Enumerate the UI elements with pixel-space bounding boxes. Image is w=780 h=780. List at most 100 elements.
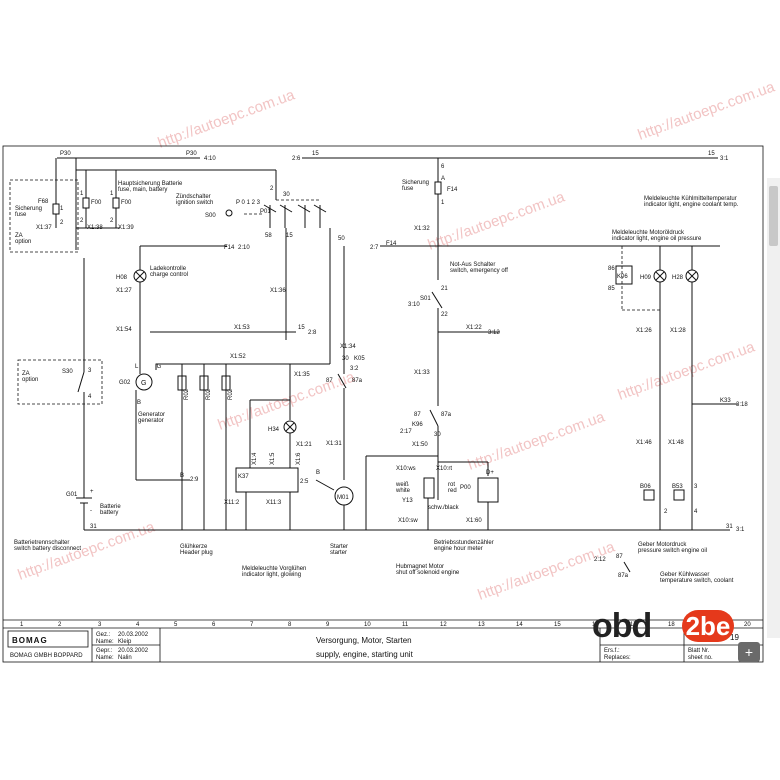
grid-number: 7	[250, 622, 254, 628]
wire-ref-15-left: 2:6	[292, 156, 301, 162]
watermark: http://autoepc.com.ua	[466, 408, 608, 474]
wire-label-p30-right: P30	[186, 151, 197, 157]
k05-pin-87: 87	[326, 378, 333, 384]
tb-row4-value: Nalin	[118, 655, 132, 661]
hour-meter-icon	[477, 477, 499, 503]
grid-number: 9	[326, 622, 330, 628]
main-fuse-id-2: F00	[121, 200, 132, 206]
k06-pin-85: 85	[608, 286, 615, 292]
main-fuse-pin: 1	[110, 191, 114, 197]
wire-label-b2: B	[316, 470, 320, 476]
ignition-pin: 2	[270, 186, 274, 192]
sensor-b06	[643, 489, 655, 501]
y13-w2-en: red	[448, 488, 457, 494]
site-logo-left: obd	[592, 607, 652, 645]
main-fuse-2	[112, 197, 120, 209]
grid-number: 13	[478, 622, 485, 628]
r02-id: R02	[228, 388, 234, 400]
g01-id: G01	[66, 492, 78, 498]
k06-pin-86: 86	[608, 266, 615, 272]
lamp-cross	[285, 422, 295, 432]
x1-50-label: X1:50	[412, 442, 428, 448]
glow-plug-label-en: Header plug	[180, 550, 213, 556]
option-box-s30	[17, 359, 103, 405]
ignition-id: S00	[205, 213, 216, 219]
main-fuse-terminal-2: X1:39	[118, 225, 134, 231]
h34-id: H34	[268, 427, 280, 433]
generator-icon	[135, 373, 153, 391]
x11-4: X1:4	[252, 452, 258, 465]
f14-pin: 1	[441, 200, 445, 206]
battery-switch-label: Batterietrennschalter	[14, 540, 69, 546]
f68-label: Sicherung	[15, 206, 42, 212]
resistor-icon	[199, 375, 209, 391]
wire	[315, 479, 335, 491]
grid-number: 6	[212, 622, 216, 628]
grid-strip: 1 2 3 4 5 6 7 8 9 10 11 12 13 14 15 16 1…	[3, 619, 763, 629]
p00-terminal: X1:60	[466, 518, 482, 524]
key-icon	[225, 209, 233, 217]
grid-number: 1	[20, 622, 24, 628]
f68-fuse	[52, 203, 60, 215]
s01-label: Not-Aus Schalter	[450, 262, 495, 268]
s01-id: S01	[420, 296, 431, 302]
watermark: http://autoepc.com.ua	[476, 538, 618, 604]
switch-contact	[623, 561, 631, 573]
k33-ref: 3:18	[736, 402, 748, 408]
h09-label-en: indicator light, engine oil pressure	[612, 236, 702, 242]
k37-id: K37	[238, 474, 249, 480]
x11-5: X1:5	[270, 452, 276, 465]
ignition-pin: 58	[265, 233, 272, 239]
ignition-label: Zündschalter	[176, 194, 211, 200]
y13-w2: rot	[448, 482, 455, 488]
lamp-cross	[655, 271, 665, 281]
glow-indicator-label: Meldeleuchte Vorglühen	[242, 566, 306, 572]
b53-pin: 4	[694, 509, 698, 515]
starter-label: Starter	[330, 544, 348, 550]
grid-number: 15	[554, 622, 561, 628]
f14-terminal: X1:32	[414, 226, 430, 232]
zoom-in-button[interactable]: +	[738, 642, 760, 662]
tb-row3-value: 20.03.2002	[118, 648, 149, 654]
s01-ref: 3:10	[408, 302, 420, 308]
f68-label-en: fuse	[15, 212, 27, 218]
wire-ref-b: 2:9	[190, 477, 199, 483]
switch-contact	[263, 204, 277, 213]
lamp-cross	[687, 271, 697, 281]
vertical-scrollbar[interactable]	[767, 178, 780, 638]
main-fuse-id-1: F00	[91, 200, 102, 206]
x1-54-label: X1:54	[116, 327, 132, 333]
b06-label: Geber Motordruck	[638, 542, 687, 548]
y13-w1-en: white	[395, 488, 411, 494]
wire-label-15-right: 15	[708, 151, 715, 157]
grid-number: 20	[744, 622, 751, 628]
lamp-cross	[135, 271, 145, 281]
x1-53-label: X1:53	[234, 325, 250, 331]
grid-number: 8	[288, 622, 292, 628]
main-fuse-pin: 2	[80, 218, 84, 224]
wire-ref-31: 3:1	[736, 527, 745, 533]
k87-ref: 2:12	[594, 557, 606, 563]
k96-87a: 87a	[441, 412, 452, 418]
wire-label-f14: F14	[224, 245, 235, 251]
grid-number: 2	[58, 622, 62, 628]
y13-id: Y13	[402, 498, 413, 504]
relay-k06	[615, 265, 633, 285]
wire-label-15-28: 15	[298, 325, 305, 331]
scrollbar-thumb[interactable]	[769, 186, 778, 246]
m01-id: M01	[337, 495, 349, 501]
k33-id: K33	[720, 398, 731, 404]
drawing-title-en: supply, engine, starting unit	[316, 650, 414, 659]
wire-ref-f14: 2:10	[238, 245, 250, 251]
b53-id: B53	[672, 484, 683, 490]
b06-id: B06	[640, 484, 651, 490]
switch-contact	[297, 204, 311, 213]
h09-label: Meldeleuchte Motoröldruck	[612, 230, 685, 236]
grid-number: 18	[668, 622, 675, 628]
s01-pin-21: 21	[441, 286, 448, 292]
h28-label: Meldeleuchte Kühlmitteltemperatur	[644, 196, 737, 202]
p00-label-en: engine hour meter	[434, 546, 483, 552]
f14-id: F14	[447, 187, 458, 193]
switch-contact	[279, 204, 293, 213]
ignition-label-en: ignition switch	[176, 200, 213, 206]
